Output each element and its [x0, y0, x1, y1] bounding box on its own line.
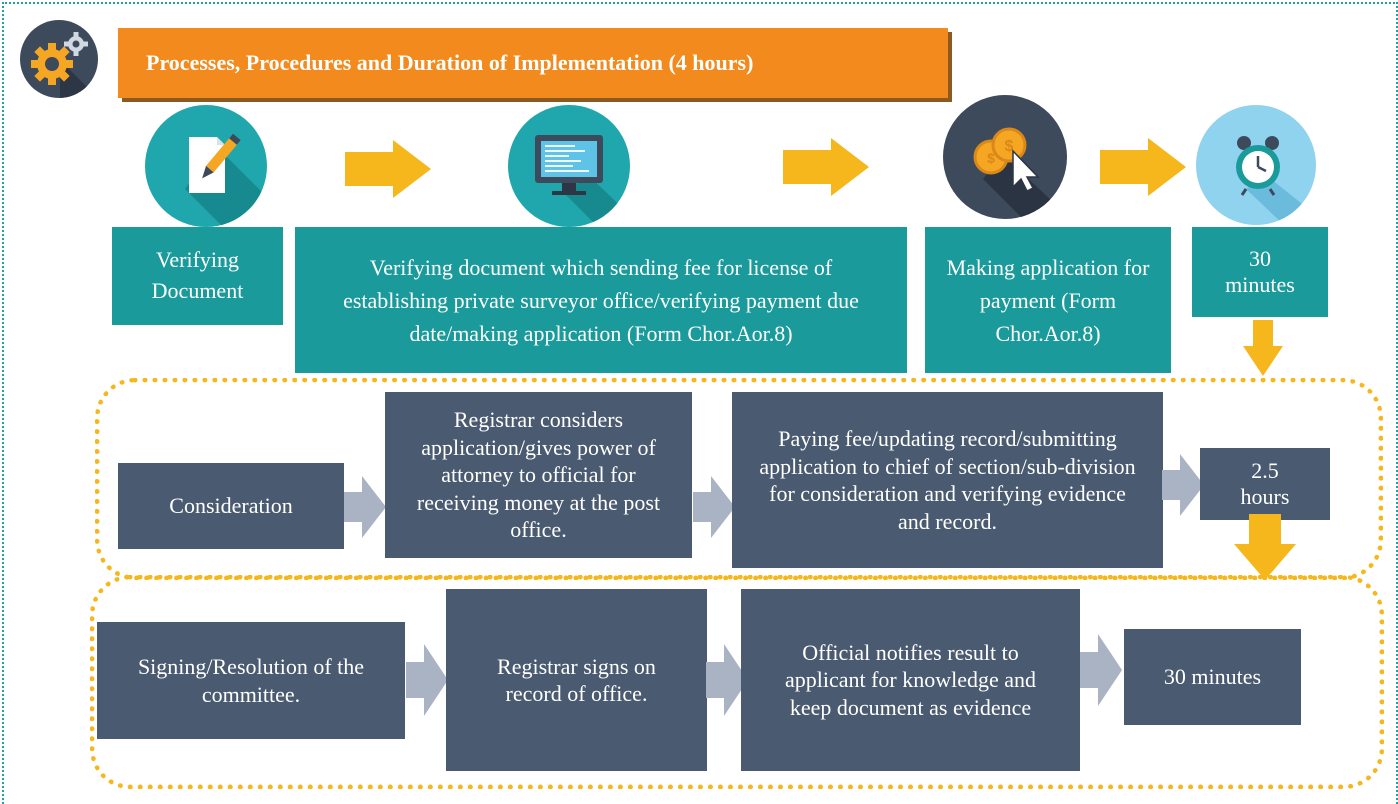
arrow-down-2	[1234, 514, 1296, 580]
step-verifying-document: Verifying Document	[112, 227, 283, 325]
step-registrar-signs-label: Registrar signs on record of office.	[497, 653, 656, 707]
header-banner: Processes, Procedures and Duration of Im…	[118, 28, 948, 98]
page-title: Processes, Procedures and Duration of Im…	[146, 50, 754, 75]
step-making-application: Making application for payment (Form Cho…	[925, 227, 1171, 373]
arrow-down-1	[1243, 320, 1283, 376]
step-verifying-detail-label: Verifying document which sending fee for…	[343, 254, 859, 346]
step-signing-label: Signing/Resolution of the committee.	[137, 654, 365, 707]
step-paying-fee: Paying fee/updating record/submitting ap…	[732, 392, 1163, 568]
arrow-gray-3	[1162, 454, 1204, 516]
step-registrar-signs: Registrar signs on record of office.	[446, 589, 707, 771]
coins-cursor-icon: $ $	[943, 95, 1067, 219]
arrow-gray-2	[693, 476, 735, 538]
step-consideration-label: Consideration	[169, 493, 293, 519]
step-paying-fee-label: Paying fee/updating record/submitting ap…	[759, 426, 1136, 534]
arrow-right-3	[1100, 138, 1186, 196]
step-making-application-label: Making application for payment (Form Cho…	[946, 254, 1150, 346]
arrow-gray-4	[406, 644, 448, 716]
duration-row1-label: 30 minutes	[1225, 245, 1295, 297]
alarm-clock-icon	[1196, 105, 1316, 225]
svg-text:$: $	[1005, 138, 1014, 155]
step-registrar-considers: Registrar considers application/gives po…	[385, 392, 692, 558]
step-signing: Signing/Resolution of the committee.	[97, 622, 405, 739]
step-consideration: Consideration	[118, 463, 344, 549]
duration-row3: 30 minutes	[1124, 629, 1301, 725]
gears-icon	[20, 20, 98, 98]
duration-row3-label: 30 minutes	[1163, 664, 1262, 690]
step-official-notifies-label: Official notifies result to applicant fo…	[784, 639, 1037, 720]
step-verifying-detail: Verifying document which sending fee for…	[295, 227, 907, 373]
arrow-gray-5	[706, 644, 748, 716]
duration-row2-label: 2.5 hours	[1240, 457, 1290, 509]
document-pen-icon	[145, 105, 267, 227]
arrow-right-1	[345, 140, 431, 198]
step-verifying-document-label: Verifying Document	[151, 247, 244, 303]
arrow-right-2	[783, 138, 869, 196]
duration-row1: 30 minutes	[1192, 227, 1328, 317]
svg-text:$: $	[987, 150, 995, 166]
computer-monitor-icon	[508, 105, 630, 227]
arrow-gray-1	[344, 476, 386, 538]
step-official-notifies: Official notifies result to applicant fo…	[741, 589, 1080, 771]
step-registrar-considers-label: Registrar considers application/gives po…	[416, 407, 661, 543]
duration-row2: 2.5 hours	[1200, 448, 1330, 520]
zone-signing	[90, 575, 1384, 789]
arrow-gray-6	[1080, 634, 1122, 706]
